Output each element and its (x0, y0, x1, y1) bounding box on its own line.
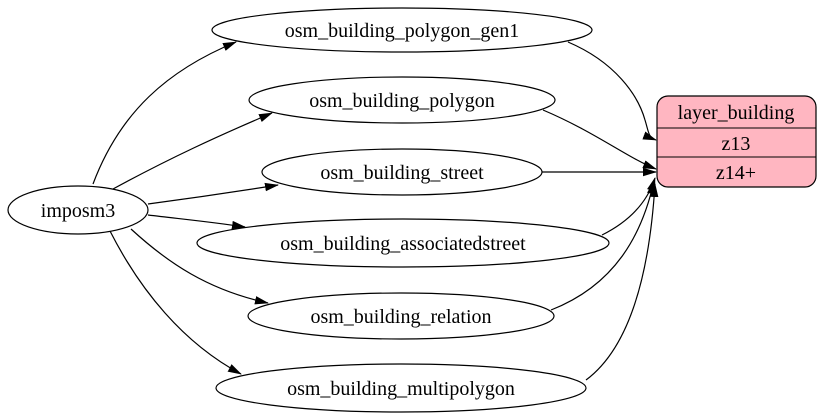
edge-osm-building-polygon-layer-building-z14 (542, 109, 657, 170)
node-osm-building-associatedstreet: osm_building_associatedstreet (196, 218, 610, 268)
node-imposm3: imposm3 (7, 185, 149, 235)
edge-imposm3-osm-building-street (147, 182, 279, 205)
edge-imposm3-osm-building-associatedstreet (147, 214, 246, 230)
imposm3-ellipse (7, 185, 149, 235)
osm-building-relation-label: osm_building_relation (310, 306, 491, 328)
osm-building-associatedstreet-ellipse (196, 218, 610, 268)
osm-building-polygon-gen1-label: osm_building_polygon_gen1 (285, 20, 519, 42)
node-osm-building-multipolygon: osm_building_multipolygon (215, 363, 587, 413)
edge-osm-building-polygon-gen1-layer-building-z13 (567, 41, 657, 141)
edges-to-layer (542, 41, 659, 381)
osm-building-multipolygon-label: osm_building_multipolygon (287, 378, 515, 400)
layer-building-row-z14plus: z14+ (716, 162, 756, 184)
edge-imposm3-osm-building-multipolygon (109, 230, 242, 375)
node-osm-building-relation: osm_building_relation (247, 292, 555, 340)
node-osm-building-polygon: osm_building_polygon (248, 76, 556, 124)
node-osm-building-street: osm_building_street (261, 148, 543, 196)
layer-building-title: layer_building (678, 102, 795, 124)
edges-from-source (92, 41, 279, 375)
osm-building-street-label: osm_building_street (320, 162, 484, 184)
osm-building-polygon-label: osm_building_polygon (309, 90, 495, 112)
osm-building-polygon-ellipse (248, 76, 556, 124)
edge-imposm3-osm-building-polygon-gen1 (92, 41, 237, 185)
node-layer-building: layer_building z13 z14+ (656, 95, 817, 188)
osm-building-associatedstreet-label: osm_building_associatedstreet (280, 233, 526, 255)
layer-building-box (656, 95, 817, 188)
edge-imposm3-osm-building-polygon (112, 112, 273, 190)
osm-building-street-ellipse (261, 148, 543, 196)
imposm3-label: imposm3 (41, 200, 115, 222)
node-osm-building-polygon-gen1: osm_building_polygon_gen1 (211, 7, 593, 53)
layer-building-row-z13: z13 (722, 133, 751, 155)
osm-building-multipolygon-ellipse (215, 363, 587, 413)
osm-building-relation-ellipse (247, 292, 555, 340)
edge-imposm3-osm-building-relation (130, 228, 269, 305)
edge-osm-building-relation-layer-building-z14 (550, 180, 656, 311)
osm-building-polygon-gen1-ellipse (211, 7, 593, 53)
edge-osm-building-multipolygon-layer-building-z14 (585, 183, 659, 381)
